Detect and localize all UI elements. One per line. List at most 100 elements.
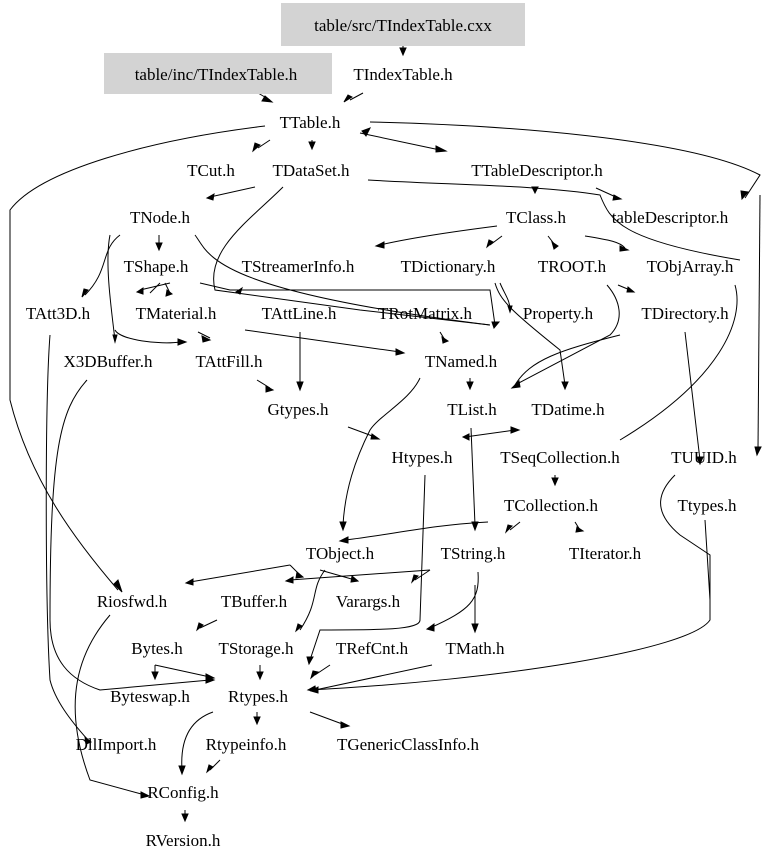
edge (349, 92, 364, 101)
arrowhead (626, 286, 636, 293)
node-tatt3d[interactable]: TAtt3D.h (26, 304, 91, 323)
node-label: TShape.h (124, 257, 189, 276)
node-label: TTableDescriptor.h (471, 161, 603, 180)
edge (367, 179, 741, 261)
node-tattfill[interactable]: TAttFill.h (195, 352, 263, 371)
edge (514, 334, 621, 386)
edge (107, 234, 116, 341)
node-tcut[interactable]: TCut.h (187, 161, 235, 180)
node-tdictionary[interactable]: TDictionary.h (401, 257, 496, 276)
node-tattline[interactable]: TAttLine.h (262, 304, 337, 323)
node-tnode[interactable]: TNode.h (130, 208, 190, 227)
node-tobjarray[interactable]: TObjArray.h (647, 257, 734, 276)
edge (429, 571, 479, 629)
node-titerator[interactable]: TIterator.h (569, 544, 642, 563)
arrowhead (466, 381, 474, 391)
node-highlight-box (104, 53, 332, 94)
node-bytes[interactable]: Bytes.h (131, 639, 183, 658)
node-trotmatrix[interactable]: TRotMatrix.h (378, 304, 472, 323)
node-rtypeinfo[interactable]: Rtypeinfo.h (206, 735, 287, 754)
node-tnamed[interactable]: TNamed.h (425, 352, 498, 371)
arrowhead (504, 524, 513, 534)
edge (359, 132, 441, 151)
node-label: TGenericClassInfo.h (337, 735, 480, 754)
edge (114, 329, 181, 344)
node-gtypes[interactable]: Gtypes.h (268, 400, 329, 419)
node-tobject[interactable]: TObject.h (306, 544, 375, 563)
edge (209, 186, 256, 198)
node-property[interactable]: Property.h (523, 304, 594, 323)
nodes: table/src/TIndexTable.cxx table/inc/TInd… (26, 3, 737, 850)
node-x3dbuffer[interactable]: X3DBuffer.h (64, 352, 153, 371)
node-tgenericclassinfo[interactable]: TGenericClassInfo.h (337, 735, 480, 754)
node-tdataset[interactable]: TDataSet.h (273, 161, 350, 180)
edge (347, 426, 376, 438)
arrowhead (296, 381, 304, 392)
node-label: TUUID.h (671, 448, 737, 467)
edge (199, 282, 496, 326)
node-tstorage[interactable]: TStorage.h (218, 639, 294, 658)
node-tmaterial[interactable]: TMaterial.h (136, 304, 217, 323)
node-label: TAttFill.h (195, 352, 263, 371)
node-label: TMaterial.h (136, 304, 217, 323)
arrowhead (370, 433, 381, 440)
node-tuuid[interactable]: TUUID.h (671, 448, 737, 467)
arrowhead (612, 194, 623, 201)
node-rversion[interactable]: RVersion.h (146, 831, 221, 850)
arrowhead (551, 240, 559, 250)
arrowhead (696, 456, 704, 466)
node-tmath[interactable]: TMath.h (445, 639, 505, 658)
arrowhead (486, 239, 494, 249)
node-label: TCollection.h (504, 496, 598, 515)
node-tseqcollection[interactable]: TSeqCollection.h (500, 448, 620, 467)
node-label: TDictionary.h (401, 257, 496, 276)
node-varargs[interactable]: Varargs.h (336, 592, 401, 611)
arrowhead (140, 791, 151, 799)
edge (509, 521, 521, 531)
arrowhead (196, 622, 204, 632)
edge (194, 234, 491, 326)
node-tabledescriptor[interactable]: tableDescriptor.h (612, 208, 729, 227)
arrowhead (361, 127, 372, 137)
node-tshape[interactable]: TShape.h (124, 257, 189, 276)
edge (369, 121, 761, 199)
node-tdatime[interactable]: TDatime.h (531, 400, 605, 419)
node-tlist[interactable]: TList.h (447, 400, 497, 419)
node-riosfwd[interactable]: Riosfwd.h (97, 592, 168, 611)
arrowhead (310, 670, 320, 680)
node-dllimport[interactable]: DllImport.h (76, 735, 157, 754)
edges (9, 46, 761, 817)
node-tindextable-h[interactable]: TIndexTable.h (353, 65, 453, 84)
node-tcollection[interactable]: TCollection.h (504, 496, 598, 515)
arrowhead (265, 385, 275, 393)
arrowhead (165, 289, 174, 297)
edge (584, 235, 626, 249)
edge (257, 139, 271, 149)
node-label: Bytes.h (131, 639, 183, 658)
edge (197, 331, 211, 339)
node-tdirectory[interactable]: TDirectory.h (641, 304, 729, 323)
node-tindextable-h-inc[interactable]: table/inc/TIndexTable.h (104, 53, 332, 94)
node-ttable[interactable]: TTable.h (280, 113, 341, 132)
node-tindextable-cxx[interactable]: table/src/TIndexTable.cxx (281, 3, 525, 46)
node-rconfig[interactable]: RConfig.h (147, 783, 219, 802)
node-trefcnt[interactable]: TRefCnt.h (336, 639, 409, 658)
edge (319, 569, 356, 581)
edge (289, 569, 431, 581)
node-label: RVersion.h (146, 831, 221, 850)
node-tclass[interactable]: TClass.h (506, 208, 566, 227)
arrowhead (206, 764, 214, 774)
node-byteswap[interactable]: Byteswap.h (110, 687, 190, 706)
node-label: TAttLine.h (262, 304, 337, 323)
arrowhead (338, 536, 349, 544)
node-ttypes[interactable]: Ttypes.h (677, 496, 737, 515)
node-htypes[interactable]: Htypes.h (392, 448, 453, 467)
arrowhead (135, 287, 144, 295)
node-tstreamerinfo[interactable]: TStreamerInfo.h (242, 257, 355, 276)
node-tbuffer[interactable]: TBuffer.h (221, 592, 288, 611)
node-label: Rtypes.h (228, 687, 288, 706)
node-rtypes[interactable]: Rtypes.h (228, 687, 288, 706)
node-tstring[interactable]: TString.h (441, 544, 506, 563)
node-ttabledescriptor[interactable]: TTableDescriptor.h (471, 161, 603, 180)
node-troot[interactable]: TROOT.h (538, 257, 607, 276)
